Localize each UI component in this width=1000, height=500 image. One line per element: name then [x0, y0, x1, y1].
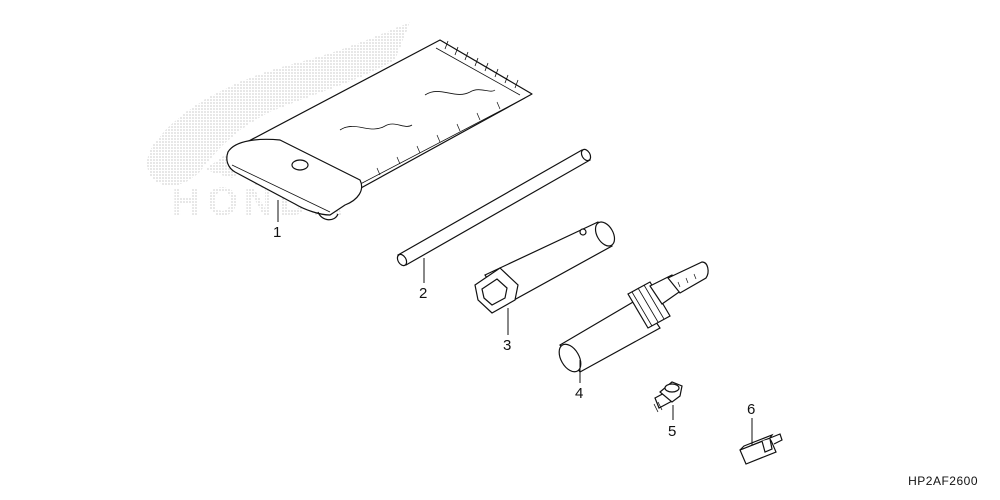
diagram-code: HP2AF2600 — [908, 474, 978, 488]
tommy-bar-icon — [396, 148, 592, 267]
callout-2: 2 — [419, 285, 428, 302]
callout-5: 5 — [668, 423, 677, 440]
bolt-icon — [653, 381, 683, 413]
fuse-icon — [739, 433, 783, 465]
leader-lines — [277, 200, 753, 445]
callout-6: 6 — [747, 401, 756, 418]
screwdriver-icon — [558, 261, 709, 373]
callout-1: 1 — [273, 224, 282, 241]
tool-bag-icon — [226, 39, 533, 221]
callout-3: 3 — [503, 337, 512, 354]
callout-4: 4 — [575, 385, 584, 402]
box-wrench-icon — [474, 221, 616, 314]
